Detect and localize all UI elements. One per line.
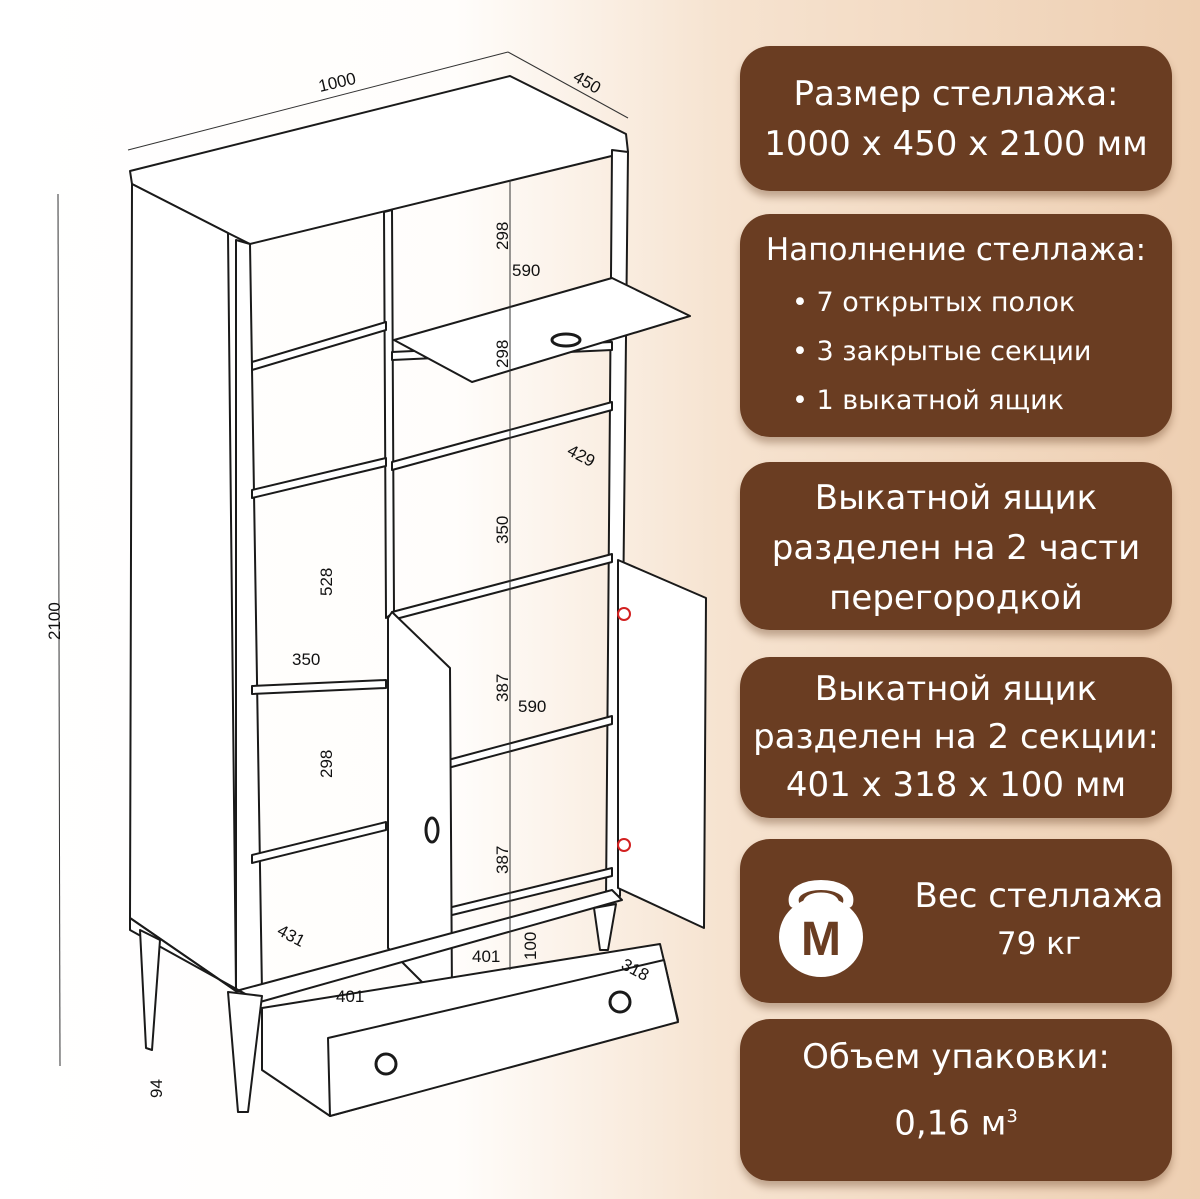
shelf-left-4 [251,821,387,864]
drawer-handle-2 [608,990,632,1014]
pullout-shelf [393,277,691,383]
drawer-sections-line1: Выкатной ящик [814,669,1098,709]
drawer-sections-card: Выкатной ящик разделен на 2 секции: 401 … [740,657,1172,818]
volume-card: Объем упаковки: 0,16 м3 [740,1019,1172,1181]
dim-drawer-h: 100 [521,932,540,960]
volume-title: Объем упаковки: [802,1037,1110,1077]
drawer-parts-line2: разделен на 2 части [771,528,1141,568]
hinge-bottom [617,838,631,852]
left-side-panel [129,183,237,992]
top-panel [129,75,629,245]
base-rail [129,889,623,1003]
fill-item: 1 выкатной ящик [740,376,1172,425]
shelf-diagram: 1000 450 2100 298 590 298 429 350 528 35… [45,51,707,1117]
dim-line-width [127,51,509,151]
kettlebell-letter: M [801,913,841,966]
volume-unit-sup: 3 [1006,1106,1018,1127]
drawer-parts-line3: перегородкой [829,578,1083,618]
drawer-handle-1 [374,1052,398,1076]
door-handle [424,816,440,844]
right-door [617,559,707,929]
dim-bottom-depth: 431 [274,921,308,951]
shelf-right-3 [391,553,613,621]
weight-title: Вес стеллажа [914,876,1164,916]
dim-door-h2: 387 [493,846,512,874]
weight-card: M Вес стеллажа 79 кг [740,839,1172,1003]
dim-line-depth [507,51,629,119]
drawer-parts-card: Выкатной ящик разделен на 2 части перего… [740,462,1172,630]
shelf-left-2 [251,457,387,499]
fill-item: 7 открытых полок [740,278,1172,327]
volume-line: 0,16 м3 [740,1087,1172,1153]
size-value: 1000 x 450 x 2100 мм [764,124,1148,164]
dim-left-mid-h: 528 [317,568,336,596]
fill-item: 3 закрытые секции [740,327,1172,376]
dim-height: 2100 [45,602,64,640]
dim-depth: 450 [570,67,604,98]
dim-inner-depth: 429 [564,441,598,471]
leg-right [593,903,617,951]
weight-value: 79 кг [996,926,1082,962]
drawer-sections-line3: 401 x 318 x 100 мм [785,765,1127,805]
volume-value: 0,16 м [894,1103,1007,1144]
dim-door-w: 590 [518,697,546,716]
dim-drawer-w-inner: 401 [472,947,500,966]
dim-top-shelf-h: 298 [493,222,512,250]
drawer-sections-line2: разделен на 2 секции: [753,717,1159,757]
center-divider [383,209,395,619]
dim-leg-h: 94 [147,1079,166,1098]
dim-pull-shelf-h: 298 [493,340,512,368]
kettlebell-icon: M [779,880,863,977]
dim-left-low-h: 298 [317,750,336,778]
dim-drawer-w-outer: 401 [336,987,364,1006]
shelf-left-3 [251,679,387,695]
size-card: Размер стеллажа: 1000 x 450 x 2100 мм [740,46,1172,191]
dim-left-shelf-w: 350 [292,650,320,669]
drawer-front [327,959,679,1117]
drawer-parts-line1: Выкатной ящик [814,478,1098,518]
dim-mid-right-h: 350 [493,516,512,544]
fill-title: Наполнение стеллажа: [765,232,1147,268]
dim-door-h1: 387 [493,674,512,702]
leg-front [227,991,263,1113]
dim-line-height [57,193,61,1067]
fill-card: Наполнение стеллажа: 7 открытых полок 3 … [740,214,1172,437]
front-post [235,239,263,993]
size-title: Размер стеллажа: [793,74,1119,114]
shelf-right-4 [447,715,613,769]
dim-pull-shelf-w: 590 [512,261,540,280]
pullout-handle [550,332,582,348]
leg-back [139,929,161,1051]
shelf-right-2 [391,401,613,471]
hinge-top [617,607,631,621]
shelf-left-1 [251,321,387,371]
